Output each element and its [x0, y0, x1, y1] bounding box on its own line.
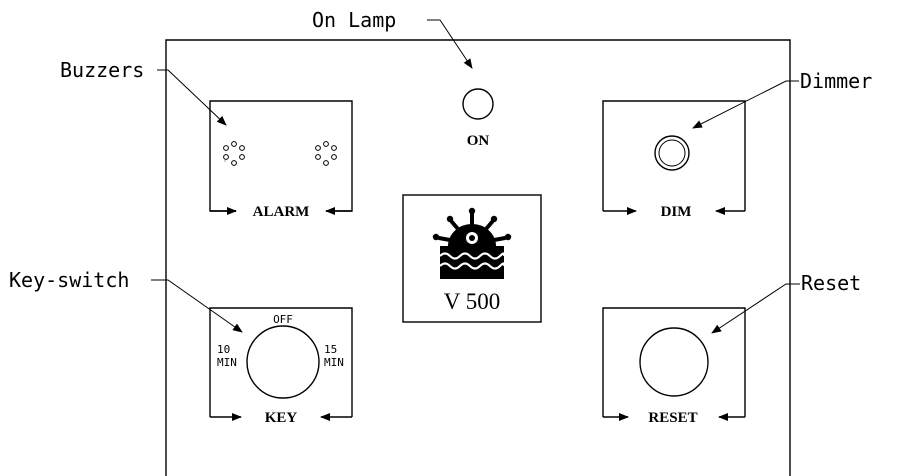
key-left-num: 10	[217, 343, 230, 356]
callout-on-lamp: On Lamp	[312, 8, 473, 69]
dimmer-knob[interactable]	[654, 135, 690, 171]
callout-buzzers-text: Buzzers	[60, 58, 144, 82]
key-right-num: 15	[324, 343, 337, 356]
on-lamp[interactable]	[462, 88, 494, 120]
reset-button[interactable]	[639, 327, 709, 397]
key-left-unit: MIN	[217, 356, 237, 369]
on-label: ON	[467, 133, 490, 149]
callout-key-switch-text: Key-switch	[9, 268, 129, 292]
on-lamp-circle	[462, 88, 494, 120]
alarm-box	[209, 100, 353, 215]
reset-box	[602, 307, 746, 421]
key-right-unit: MIN	[324, 356, 344, 369]
callout-reset: Reset	[711, 271, 861, 334]
key-label: KEY	[265, 410, 298, 426]
key-off-label: OFF	[273, 313, 293, 326]
buzzer-holes-icon	[223, 141, 245, 166]
buzzer-holes-icon	[315, 141, 337, 166]
ship-wheel-logo-icon	[432, 207, 512, 279]
alarm-label: ALARM	[253, 204, 310, 220]
dim-box	[602, 100, 746, 215]
callout-dimmer: Dimmer	[692, 69, 872, 129]
panel-outline	[165, 39, 791, 476]
callout-buzzers: Buzzers	[60, 58, 227, 126]
callout-on-lamp-text: On Lamp	[312, 8, 396, 32]
reset-label: RESET	[648, 410, 697, 426]
callout-key-switch: Key-switch	[9, 268, 243, 333]
key-box	[209, 307, 353, 421]
key-switch[interactable]	[246, 325, 320, 399]
callout-reset-text: Reset	[801, 271, 861, 295]
callout-dimmer-text: Dimmer	[800, 69, 872, 93]
model-label: V 500	[444, 289, 500, 314]
logo-box	[402, 194, 542, 323]
dim-label: DIM	[661, 204, 692, 220]
